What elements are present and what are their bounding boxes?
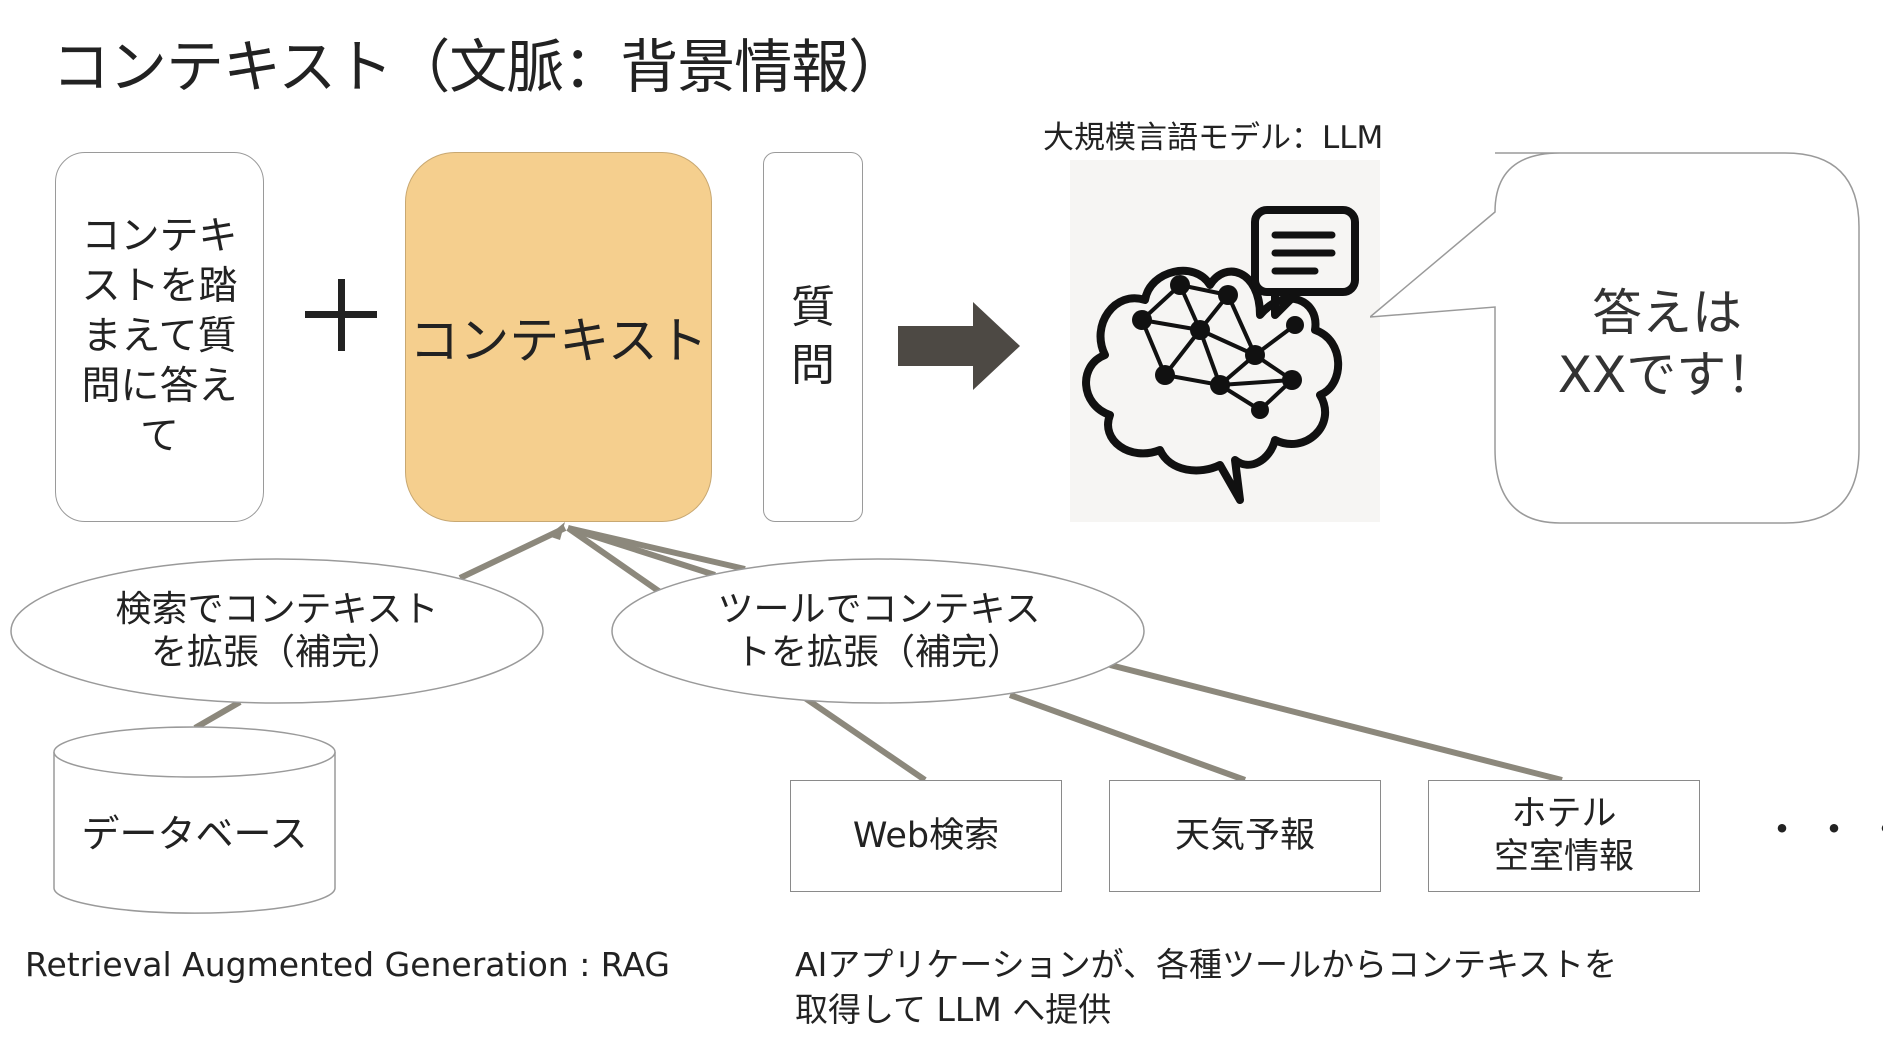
tool-hotel-line-2: 空室情報 [1493,837,1634,877]
answer-line-1: 答えは [1592,284,1742,342]
database-cylinder-icon [53,726,336,914]
search-ellipse-line-1: 検索でコンテキスト [115,589,439,630]
context-arrowhead [548,522,565,540]
tool-ellipse-label: ツールでコンテキス トを拡張（補完） [632,588,1126,674]
connector-tool-to-context-3 [567,525,746,572]
answer-line-2: XXです！ [1557,346,1777,404]
right-arrow-icon [898,302,1020,390]
app-note-line-1: AIアプリケーションが、各種ツールからコンテキストを [795,945,1617,984]
llm-label: 大規模言語モデル：LLM [1043,120,1384,156]
answer-speech-bubble [1370,152,1860,524]
context-box: コンテキスト [405,152,712,522]
instruction-box: コンテキストを踏まえて質問に答えて [55,152,264,522]
plus-icon [305,279,377,351]
tool-weather: 天気予報 [1109,780,1381,892]
context-text: コンテキスト [409,312,708,370]
brain-network-icon [1082,206,1359,504]
search-ellipse [10,558,544,704]
question-box: 質問 [763,152,863,522]
app-note: AIアプリケーションが、各種ツールからコンテキストを 取得して LLM へ提供 [795,942,1617,1032]
connector-db-to-search [193,699,242,731]
search-ellipse-line-2: を拡張（補完） [150,632,403,673]
search-ellipse-label: 検索でコンテキスト を拡張（補完） [30,588,524,674]
rag-note: Retrieval Augmented Generation : RAG [25,945,670,984]
tool-ellipse [611,558,1145,704]
llm-image [1070,160,1380,522]
tool-ellipse-line-1: ツールでコンテキス [717,589,1041,630]
tool-hotel: ホテル 空室情報 [1428,780,1700,892]
tool-weather-label: 天気予報 [1174,815,1315,856]
instruction-text: コンテキストを踏まえて質問に答えて [81,214,238,459]
connector-search-to-context [458,525,567,581]
database-label: データベース [81,812,308,856]
connector-tool-to-context-1 [566,525,662,595]
connector-web-to-tool [803,695,927,783]
app-note-line-2: 取得して LLM へ提供 [795,990,1112,1029]
tool-ellipse-line-2: トを拡張（補完） [734,632,1023,673]
tool-hotel-line-1: ホテル [1511,794,1617,834]
tool-web-search-label: Web検索 [852,815,1000,856]
tool-web-search: Web検索 [790,780,1062,892]
connector-weather-to-tool [1008,692,1247,783]
answer-text: 答えは XXです！ [1495,282,1839,406]
more-indicator: ・・・ [1762,807,1883,853]
question-text: 質問 [791,282,835,391]
connector-hotel-to-tool [1109,662,1563,783]
page-title: コンテキスト（文脈：背景情報） [52,33,906,101]
